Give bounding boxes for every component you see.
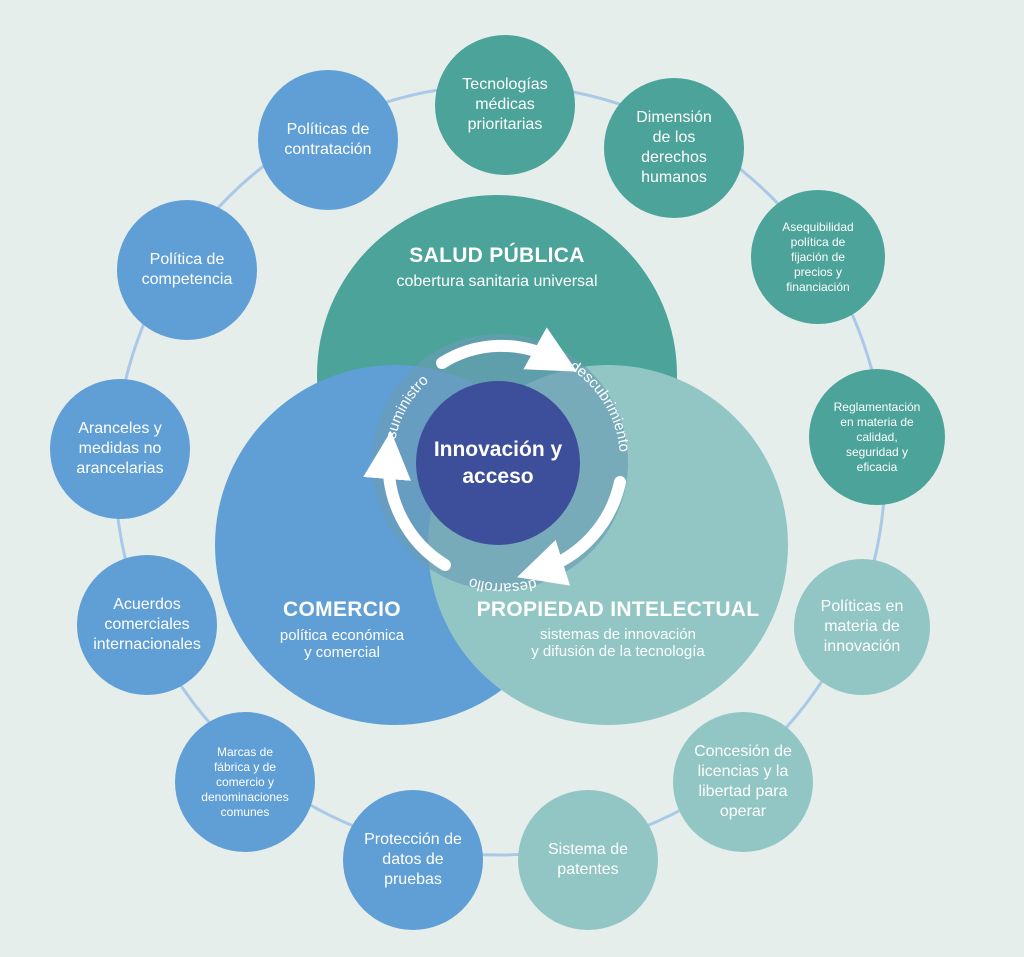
cycle-desarrollo: desarrollo bbox=[467, 574, 539, 596]
ring-node-circle bbox=[809, 369, 945, 505]
center-circle bbox=[416, 381, 580, 545]
ring-node-label: Políticas en materia de innovación bbox=[820, 598, 904, 655]
ring-node-circle bbox=[518, 790, 658, 930]
ring-node-circle bbox=[175, 712, 315, 852]
center-label: Innovación y acceso bbox=[433, 437, 563, 488]
ring-node-label: Sistema de patentes bbox=[547, 841, 629, 878]
arrow-left bbox=[363, 431, 451, 571]
ring-node-circle bbox=[751, 190, 885, 324]
ring-node-circle bbox=[794, 559, 930, 695]
ring-node-label: Concesión de licencias y la libertad par… bbox=[694, 743, 792, 820]
ring-node-label: Protección de datos de pruebas bbox=[364, 831, 462, 888]
ring-node-label: Marcas de fábrica y de comercio y denomi… bbox=[201, 744, 289, 819]
ring-node-label: Política de competencia bbox=[141, 251, 233, 288]
ring-node-circle bbox=[117, 200, 257, 340]
propiedad-intelectual-subtitle: sistemas de innovación y difusión de la … bbox=[531, 626, 705, 661]
propiedad-intelectual-title: PROPIEDAD INTELECTUAL bbox=[476, 598, 760, 621]
ring-node-circle bbox=[258, 70, 398, 210]
ring-node-label: Políticas de contratación bbox=[284, 121, 372, 158]
ring-node-label: Tecnologías médicas prioritarias bbox=[462, 76, 548, 133]
ring-node-circle bbox=[343, 790, 483, 930]
ring-node-label: Reglamentación en materia de calidad, se… bbox=[833, 399, 921, 474]
arrow-bottom-right bbox=[517, 476, 626, 586]
comercio-title: COMERCIO bbox=[283, 598, 401, 621]
ring-node-label: Acuerdos comerciales internacionales bbox=[93, 596, 201, 653]
salud-publica-subtitle: cobertura sanitaria universal bbox=[396, 273, 598, 290]
ring-node-circle bbox=[604, 78, 744, 218]
ring-node-circle bbox=[77, 555, 217, 695]
salud-publica-title: SALUD PÚBLICA bbox=[409, 244, 585, 267]
ring-node-label: Asequibilidad política de fijación de pr… bbox=[782, 219, 854, 294]
ring-node-label: Aranceles y medidas no arancelarias bbox=[76, 420, 164, 477]
arrow-top bbox=[436, 327, 577, 372]
ring-node-label: Dimensión de los derechos humanos bbox=[636, 109, 712, 186]
ring-node-circle bbox=[50, 379, 190, 519]
ring-node-circle bbox=[673, 712, 813, 852]
comercio-subtitle: política económica y comercial bbox=[279, 627, 405, 662]
ring-nodes bbox=[50, 35, 945, 930]
ring-node-circle bbox=[435, 35, 575, 175]
